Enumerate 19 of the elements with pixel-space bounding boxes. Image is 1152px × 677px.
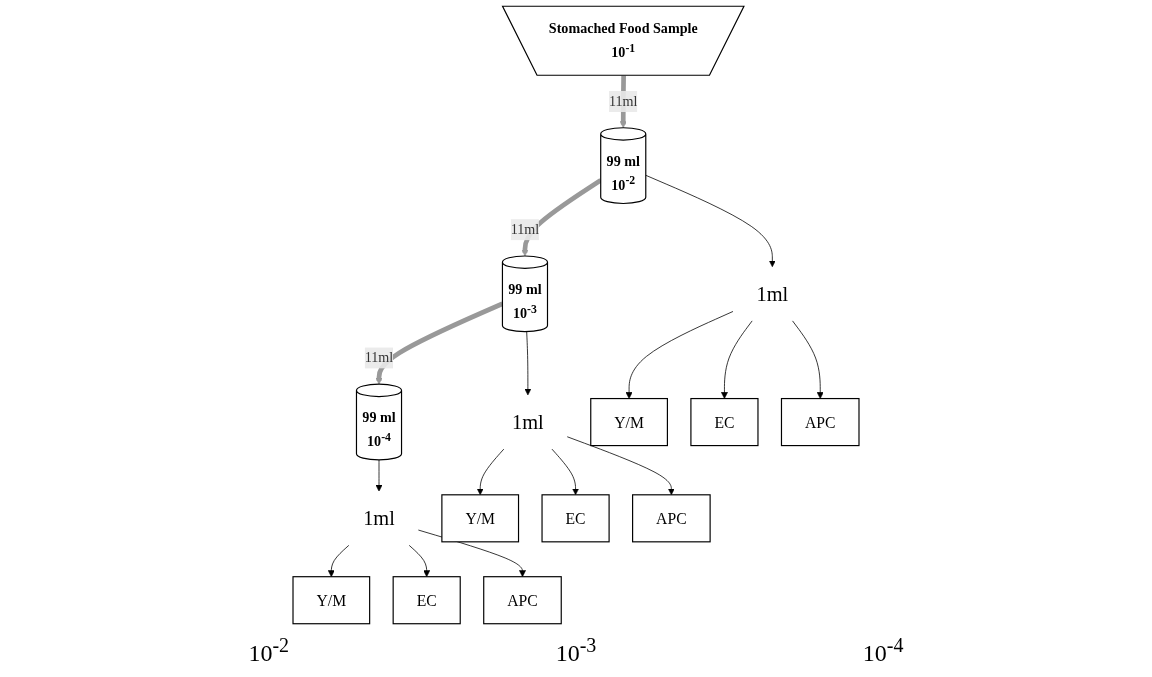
dilution-label: 10$^{-2}$ [248,634,290,667]
node-box: APC [483,576,562,625]
dilution-label: 10$^{-4}$ [862,634,904,667]
dilution-label: 10$^{-3}$ [555,634,597,667]
node-text: 1ml [363,506,395,530]
node-box: Y/M [292,576,371,625]
node-box: EC [690,397,759,447]
edge-label: 11ml [510,221,540,238]
node-box: EC [392,576,461,625]
node-box: Y/M [590,397,668,447]
edge-label: 11ml [364,349,394,366]
node-text: 1ml [756,282,789,306]
arrow [375,301,504,385]
node-box: APC [780,397,860,447]
node-box: Y/M [441,494,520,543]
node-text: 1ml [512,410,544,434]
node-box: EC [541,494,610,543]
edge-label: 11ml [609,93,638,109]
node-box: APC [632,494,711,543]
